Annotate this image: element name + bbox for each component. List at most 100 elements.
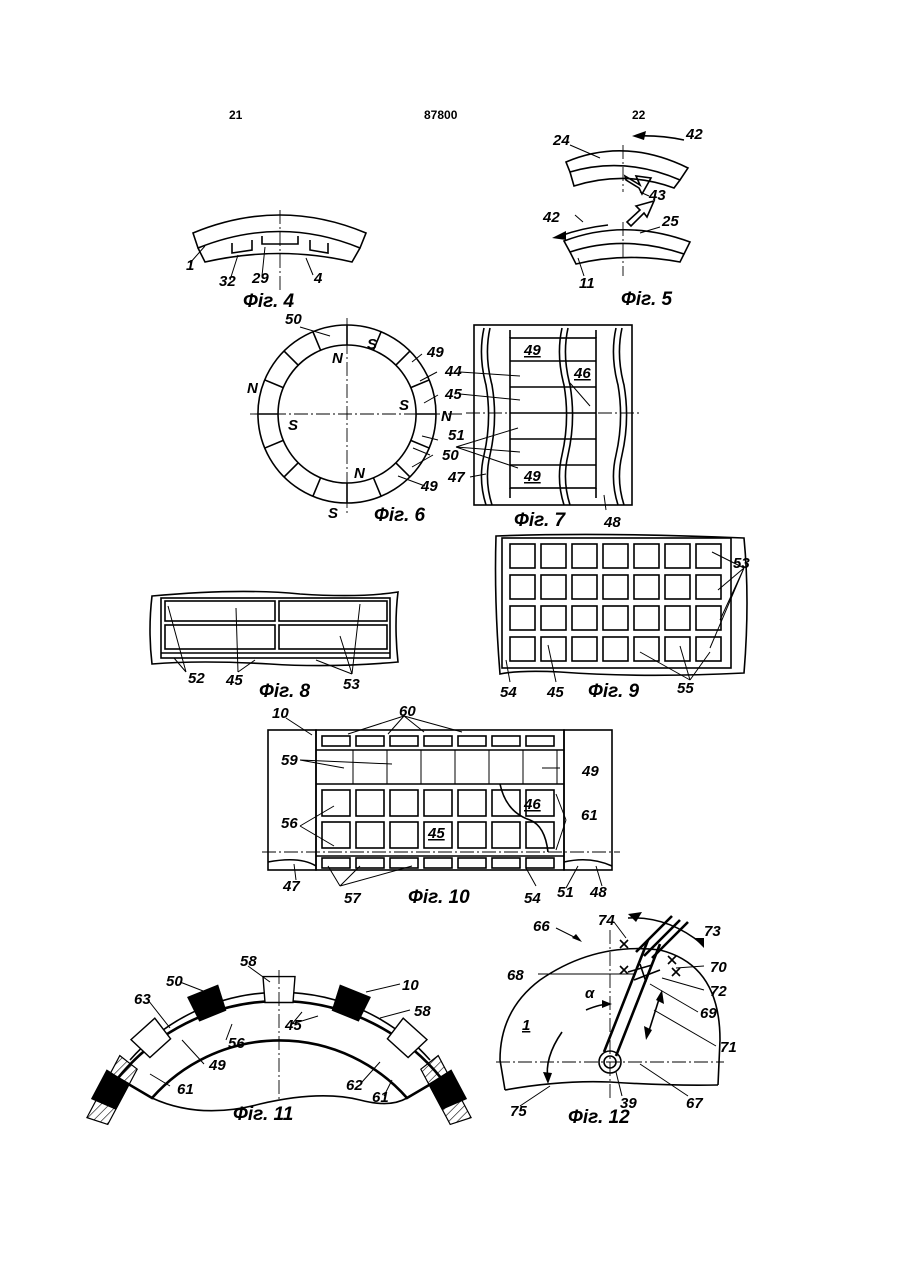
fig10-label: 48 — [589, 884, 607, 901]
fig5-lower-body — [570, 252, 684, 264]
fig10-label: 46 — [523, 796, 541, 813]
fig6-label: 51 — [448, 427, 465, 444]
fig8-caption: Фіг. 8 — [259, 681, 311, 702]
fig10-label: 49 — [581, 763, 599, 780]
fig9-cell — [665, 637, 690, 661]
figure-7: 49 46 49 47 48 Фіг. 7 — [447, 325, 640, 531]
fig9-label: 45 — [546, 684, 564, 701]
fig6-segment-divider — [396, 351, 410, 365]
fig5-label: 25 — [661, 213, 679, 230]
fig10-cell — [526, 822, 554, 848]
figure-4: 1 32 29 4 Фіг. 4 — [186, 210, 366, 312]
fig9-cell — [572, 575, 597, 599]
fig9-cell — [665, 606, 690, 630]
fig7-caption: Фіг. 7 — [514, 510, 567, 531]
fig6-label: 49 — [420, 478, 438, 495]
fig8-cell — [165, 625, 275, 649]
fig10-label: 47 — [282, 878, 300, 895]
fig12-arrowhead-icon — [694, 938, 704, 948]
fig11-label: 58 — [414, 1003, 431, 1020]
fig5-lower-yoke — [564, 230, 690, 254]
fig10-label: 57 — [344, 890, 361, 907]
fig12-label: α — [585, 985, 595, 1002]
fig10-cell — [492, 822, 520, 848]
fig6-segment-divider — [284, 463, 298, 477]
fig10-bottom-cell — [526, 858, 554, 868]
fig4-label: 29 — [251, 270, 269, 287]
fig10-cell — [322, 822, 350, 848]
fig9-cell — [634, 606, 659, 630]
fig12-label: 74 — [598, 912, 615, 929]
fig10-cell — [356, 822, 384, 848]
fig5-label: 42 — [685, 126, 703, 143]
fig6-segment-divider — [313, 478, 321, 496]
fig10-label: 54 — [524, 890, 541, 907]
fig11-label: 61 — [177, 1081, 194, 1098]
figure-10: 10 60 59 49 56 46 61 45 47 57 54 51 48 Ф… — [262, 703, 620, 908]
figure-5: 24 42 43 42 25 11 Фіг. 5 — [542, 126, 703, 310]
fig6-pole-label: N — [441, 408, 453, 425]
fig9-cell — [541, 575, 566, 599]
fig6-label: 44 — [444, 363, 462, 380]
fig8-label: 45 — [225, 672, 243, 689]
fig6-label: 45 — [444, 386, 462, 403]
fig10-cell — [390, 790, 418, 816]
fig10-top-cell — [322, 736, 350, 746]
fig7-label: 47 — [447, 469, 465, 486]
fig11-label: 61 — [372, 1089, 389, 1106]
fig10-top-cell — [458, 736, 486, 746]
fig10-cell-grid — [322, 736, 557, 868]
figure-11: 58 50 10 63 58 56 45 49 61 62 61 Фіг. 11 — [87, 953, 471, 1125]
fig9-cell — [572, 637, 597, 661]
fig6-segment-divider — [265, 380, 283, 388]
fig12-label: 73 — [704, 923, 721, 940]
fig9-cell — [696, 606, 721, 630]
fig9-cell — [696, 575, 721, 599]
fig10-label: 51 — [557, 884, 574, 901]
fig11-label: 63 — [134, 991, 151, 1008]
fig10-label: 45 — [427, 825, 445, 842]
fig10-bottom-cell — [492, 858, 520, 868]
fig7-label: 49 — [523, 468, 541, 485]
fig7-label: 48 — [603, 514, 621, 531]
fig10-break — [268, 860, 316, 866]
fig6-magnet-segment — [291, 335, 316, 360]
fig6-magnet-segment — [318, 480, 340, 502]
fig10-cell — [458, 822, 486, 848]
fig9-cell — [634, 575, 659, 599]
fig12-label: 72 — [710, 983, 727, 1000]
fig10-top-cell — [356, 736, 384, 746]
fig9-cell — [665, 575, 690, 599]
fig12-label: 71 — [720, 1039, 737, 1056]
fig9-cell — [696, 637, 721, 661]
fig12-arrowhead-icon — [572, 934, 582, 942]
fig8-label: 52 — [188, 670, 205, 687]
fig6-magnet-segment — [413, 421, 435, 443]
fig9-cell — [572, 544, 597, 568]
fig11-label: 45 — [284, 1017, 302, 1034]
fig9-label: 53 — [733, 555, 750, 572]
fig6-pole-label: S — [328, 505, 338, 522]
fig6-pole-label: S — [399, 397, 409, 414]
fig10-bottom-cell — [322, 858, 350, 868]
fig10-label: 61 — [581, 807, 598, 824]
fig11-magnet-block — [333, 985, 371, 1020]
fig9-cell — [510, 606, 535, 630]
fig5-caption: Фіг. 5 — [621, 289, 673, 310]
fig6-magnet-segment — [378, 468, 403, 493]
fig10-label: 60 — [399, 703, 416, 720]
fig12-arrowhead-icon — [628, 912, 642, 922]
right-page-number: 22 — [632, 108, 646, 122]
fig11-label: 62 — [346, 1077, 363, 1094]
fig9-cell — [665, 544, 690, 568]
fig12-label: 1 — [522, 1017, 530, 1034]
fig11-hatched-block — [87, 1056, 137, 1125]
fig9-cell — [634, 637, 659, 661]
fig11-magnet-block — [188, 985, 226, 1020]
document-number: 87800 — [424, 108, 458, 122]
fig6-pole-label: S — [288, 417, 298, 434]
fig9-cell — [510, 575, 535, 599]
fig9-cell — [541, 606, 566, 630]
fig7-frame — [474, 325, 632, 505]
